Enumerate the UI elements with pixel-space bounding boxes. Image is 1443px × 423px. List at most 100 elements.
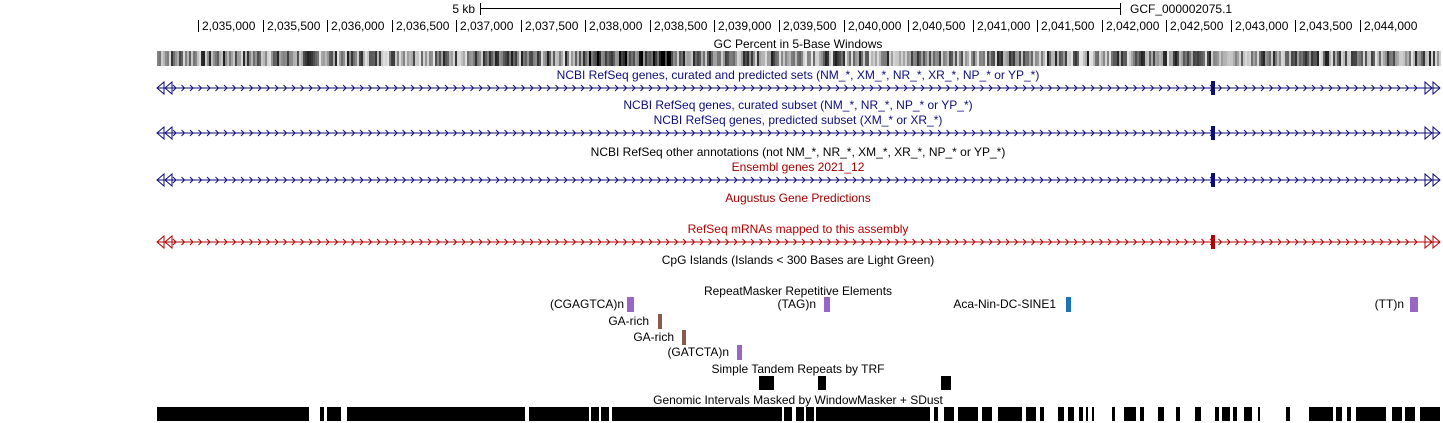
track-title-refseq-predicted[interactable]: NCBI RefSeq genes, predicted subset (XM_… [653, 113, 943, 127]
masked-interval[interactable] [591, 407, 599, 421]
masked-interval[interactable] [157, 407, 309, 421]
masked-interval[interactable] [1068, 407, 1074, 421]
masked-interval[interactable] [601, 407, 609, 421]
gc-window-bar [835, 51, 837, 66]
masked-interval[interactable] [1195, 407, 1201, 421]
track-title-augustus[interactable]: Augustus Gene Predictions [725, 191, 871, 205]
gc-window-bar [1039, 51, 1041, 66]
gc-window-bar [633, 51, 635, 66]
track-title-ensembl[interactable]: Ensembl genes 2021_12 [731, 160, 865, 174]
gc-window-bar [1049, 51, 1051, 66]
track-title-windowmasker[interactable]: Genomic Intervals Masked by WindowMasker… [653, 393, 943, 407]
masked-interval[interactable] [796, 407, 804, 421]
track-title-repeatmasker[interactable]: RepeatMasker Repetitive Elements [703, 284, 893, 298]
gc-window-bar [1297, 51, 1299, 66]
masked-interval[interactable] [1336, 407, 1342, 421]
ruler-tick [908, 20, 909, 32]
masked-interval[interactable] [958, 407, 978, 421]
masked-interval[interactable] [1215, 407, 1219, 421]
gc-window-bar [689, 51, 691, 66]
masked-interval[interactable] [806, 407, 814, 421]
gc-window-bar [553, 51, 555, 66]
track-title-gc-percent[interactable]: GC Percent in 5-Base Windows [713, 37, 883, 51]
gc-window-bar [1399, 51, 1401, 66]
masked-interval[interactable] [1347, 407, 1351, 421]
ruler-tick [1295, 20, 1296, 32]
gc-window-bar [663, 51, 665, 66]
gc-window-bar [177, 51, 179, 66]
masked-interval[interactable] [320, 407, 324, 421]
masked-interval[interactable] [1258, 407, 1260, 421]
masked-interval[interactable] [1092, 407, 1094, 421]
repeat-element[interactable] [682, 330, 686, 345]
gc-window-bar [1217, 51, 1219, 66]
tandem-repeat[interactable] [818, 376, 826, 390]
masked-interval[interactable] [934, 407, 938, 421]
masked-interval[interactable] [1124, 407, 1136, 421]
masked-interval[interactable] [1420, 407, 1440, 421]
masked-interval[interactable] [784, 407, 792, 421]
masked-interval[interactable] [944, 407, 954, 421]
masked-interval[interactable] [1356, 407, 1386, 421]
gc-window-bar [771, 51, 773, 66]
masked-interval[interactable] [1140, 407, 1144, 421]
masked-interval[interactable] [1079, 407, 1083, 421]
masked-interval[interactable] [1222, 407, 1230, 421]
gc-window-bar [717, 51, 719, 66]
gc-window-bar [631, 51, 633, 66]
masked-interval[interactable] [1233, 407, 1237, 421]
repeat-element[interactable] [824, 297, 830, 312]
gc-window-bar [915, 51, 917, 66]
masked-interval[interactable] [529, 407, 589, 421]
masked-interval[interactable] [1176, 407, 1180, 421]
gc-window-bar [1101, 51, 1103, 66]
gc-window-bar [909, 51, 911, 66]
track-title-refseq-other[interactable]: NCBI RefSeq other annotations (not NM_*,… [590, 145, 1006, 159]
masked-interval[interactable] [1392, 407, 1402, 421]
masked-interval[interactable] [1405, 407, 1415, 421]
gc-window-bar [1303, 51, 1305, 66]
track-title-refseq-curated[interactable]: NCBI RefSeq genes, curated subset (NM_*,… [623, 98, 973, 112]
masked-interval[interactable] [327, 407, 341, 421]
masked-interval[interactable] [1086, 407, 1088, 421]
gc-window-bar [1063, 51, 1065, 66]
repeat-element[interactable] [1066, 297, 1071, 312]
masked-interval[interactable] [612, 407, 782, 421]
masked-interval[interactable] [1026, 407, 1036, 421]
masked-interval[interactable] [1040, 407, 1044, 421]
gc-window-bar [1179, 51, 1181, 66]
repeat-element[interactable] [627, 297, 634, 312]
masked-interval[interactable] [1244, 407, 1252, 421]
track-title-trf[interactable]: Simple Tandem Repeats by TRF [711, 362, 885, 376]
gc-window-bar [169, 51, 171, 66]
gc-percent-wiggle[interactable] [157, 51, 1441, 66]
masked-interval[interactable] [998, 407, 1022, 421]
repeat-element[interactable] [658, 314, 662, 329]
gc-window-bar [637, 51, 639, 66]
repeat-element[interactable] [1410, 297, 1418, 312]
windowmasker-intervals[interactable] [0, 407, 1443, 421]
repeat-element[interactable] [737, 345, 742, 360]
masked-interval[interactable] [347, 407, 525, 421]
tandem-repeat[interactable] [941, 376, 951, 390]
gc-window-bar [1073, 51, 1075, 66]
tandem-repeat[interactable] [759, 376, 774, 390]
gc-window-bar [183, 51, 185, 66]
gc-window-bar [321, 51, 323, 66]
masked-interval[interactable] [1058, 407, 1064, 421]
gc-window-bar [1307, 51, 1309, 66]
track-title-cpg-islands[interactable]: CpG Islands (Islands < 300 Bases are Lig… [661, 253, 935, 267]
track-title-refseq-mrna[interactable]: RefSeq mRNAs mapped to this assembly [687, 222, 909, 236]
masked-interval[interactable] [982, 407, 992, 421]
gc-window-bar [343, 51, 345, 66]
track-title-refseq-all[interactable]: NCBI RefSeq genes, curated and predicted… [556, 68, 1040, 82]
masked-interval[interactable] [816, 407, 930, 421]
masked-interval[interactable] [1286, 407, 1290, 421]
masked-interval[interactable] [1158, 407, 1164, 421]
gc-window-bar [255, 51, 257, 66]
gc-window-bar [197, 51, 199, 66]
masked-interval[interactable] [1309, 407, 1333, 421]
gc-window-bar [1413, 51, 1415, 66]
gc-window-bar [1067, 51, 1069, 66]
masked-interval[interactable] [1112, 407, 1115, 421]
